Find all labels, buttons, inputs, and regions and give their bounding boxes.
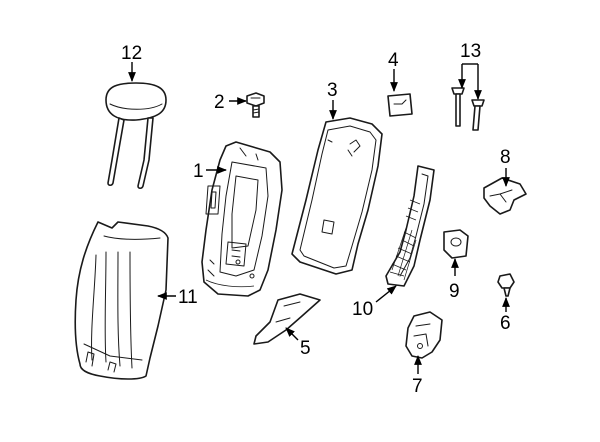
part-seatback-frame bbox=[201, 141, 283, 297]
part-headrest bbox=[105, 82, 167, 190]
part-back-panel bbox=[291, 117, 383, 275]
callout-6: 6 bbox=[500, 313, 511, 334]
callout-13: 13 bbox=[460, 41, 481, 62]
callout-12: 12 bbox=[121, 43, 142, 64]
part-screw bbox=[497, 273, 515, 297]
part-lower-trim bbox=[253, 293, 321, 345]
callout-2: 2 bbox=[214, 92, 225, 113]
callout-3: 3 bbox=[327, 80, 338, 101]
callout-11: 11 bbox=[178, 287, 198, 308]
part-clip bbox=[387, 93, 413, 117]
callout-1: 1 bbox=[193, 161, 204, 182]
leader-lines bbox=[128, 62, 510, 374]
part-bushing bbox=[443, 229, 469, 259]
callout-9: 9 bbox=[449, 281, 460, 302]
part-bracket bbox=[483, 177, 527, 215]
callout-5: 5 bbox=[300, 338, 311, 359]
callout-4: 4 bbox=[388, 50, 399, 71]
part-side-trim bbox=[385, 165, 435, 287]
part-pins bbox=[451, 87, 485, 131]
callout-8: 8 bbox=[500, 147, 511, 168]
callout-7: 7 bbox=[412, 376, 423, 397]
part-seatback-cushion bbox=[74, 221, 169, 380]
callout-labels: 12 2 1 3 4 13 8 11 10 9 6 5 7 bbox=[121, 41, 511, 397]
part-latch bbox=[405, 311, 443, 359]
callout-10: 10 bbox=[352, 299, 373, 320]
leader-10 bbox=[375, 285, 397, 303]
part-bolt bbox=[246, 92, 265, 118]
leader-5 bbox=[285, 327, 299, 341]
